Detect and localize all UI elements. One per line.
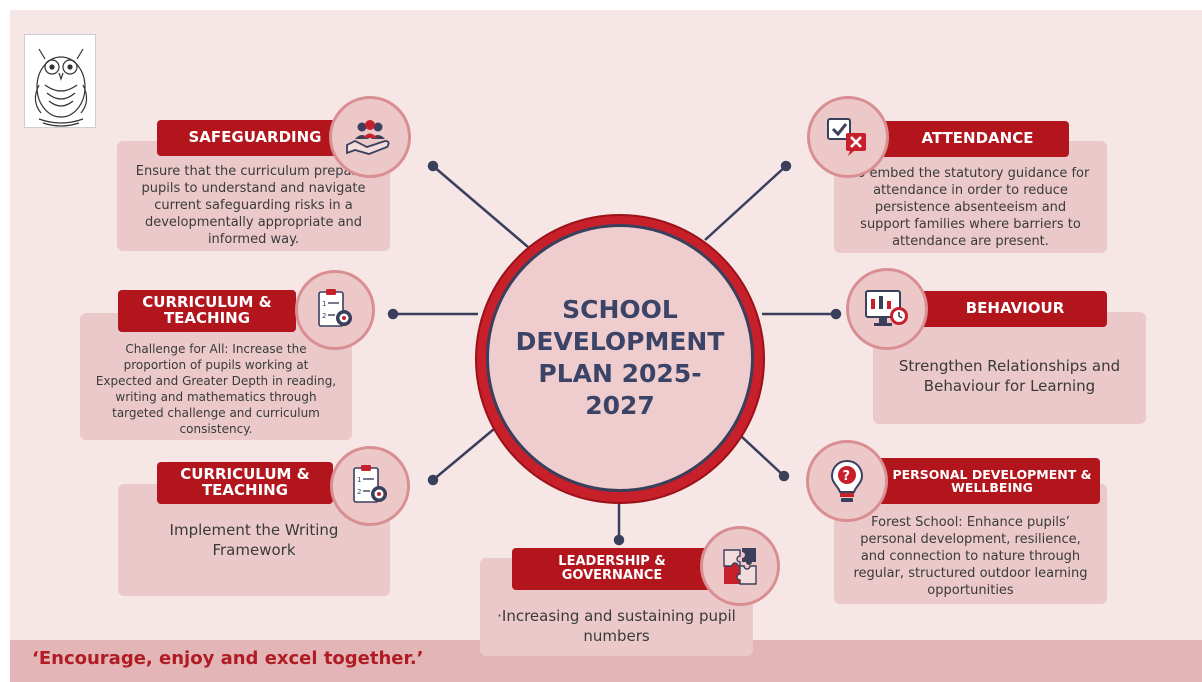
safeguarding-icon-circle <box>329 96 411 178</box>
puzzle-icon <box>723 548 757 585</box>
curriculum-text-2: Implement the Writing Framework <box>169 521 339 559</box>
leadership-label: LEADERSHIP & GOVERNANCE <box>512 548 712 590</box>
check-cross-chat-icon <box>827 118 866 156</box>
lightbulb-question-icon: ? <box>830 459 864 502</box>
svg-text:2: 2 <box>322 312 326 320</box>
leadership-icon-circle <box>700 526 780 606</box>
owl-icon <box>34 48 88 127</box>
safeguarding-label: SAFEGUARDING <box>157 120 353 156</box>
personal-card: Forest School: Enhance pupils’ personal … <box>834 484 1107 604</box>
curriculum-label-2: CURRICULUM & TEACHING <box>157 462 333 504</box>
center-circle: SCHOOL DEVELOPMENT PLAN 2025-2027 <box>486 224 754 492</box>
curriculum-icon-circle-1: 1 2 <box>295 270 375 350</box>
clipboard-target-icon-2: 1 2 <box>353 465 387 503</box>
curriculum-text-1: Challenge for All: Increase the proporti… <box>95 342 337 436</box>
safeguarding-text: Ensure that the curriculum prepares pupi… <box>135 164 372 247</box>
personal-icon-circle: ? <box>806 440 888 522</box>
svg-text:1: 1 <box>357 476 361 484</box>
attendance-text: To embed the statutory guidance for atte… <box>851 166 1090 249</box>
school-logo <box>24 34 96 128</box>
attendance-label: ATTENDANCE <box>866 121 1069 157</box>
svg-text:1: 1 <box>322 300 326 308</box>
hand-people-icon <box>346 120 390 155</box>
personal-label: PERSONAL DEVELOPMENT & WELLBEING <box>862 458 1100 504</box>
curriculum-icon-circle-2: 1 2 <box>330 446 410 526</box>
clipboard-target-icon: 1 2 <box>318 289 352 327</box>
behaviour-text: Strengthen Relationships and Behaviour f… <box>898 357 1121 395</box>
center-title: SCHOOL DEVELOPMENT PLAN 2025-2027 <box>515 295 725 420</box>
svg-text:?: ? <box>843 469 851 484</box>
attendance-icon-circle <box>807 96 889 178</box>
leadership-text: ·Increasing and sustaining pupil numbers <box>497 607 736 645</box>
curriculum-label-1: CURRICULUM & TEACHING <box>118 290 296 332</box>
behaviour-icon-circle <box>846 268 928 350</box>
safeguarding-card: Ensure that the curriculum prepares pupi… <box>117 141 390 251</box>
svg-text:2: 2 <box>357 488 361 496</box>
monitor-clock-icon <box>865 290 908 326</box>
personal-text: Forest School: Enhance pupils’ personal … <box>853 515 1088 598</box>
behaviour-label: BEHAVIOUR <box>903 291 1107 327</box>
school-motto: ‘Encourage, enjoy and excel together.’ <box>32 648 424 669</box>
